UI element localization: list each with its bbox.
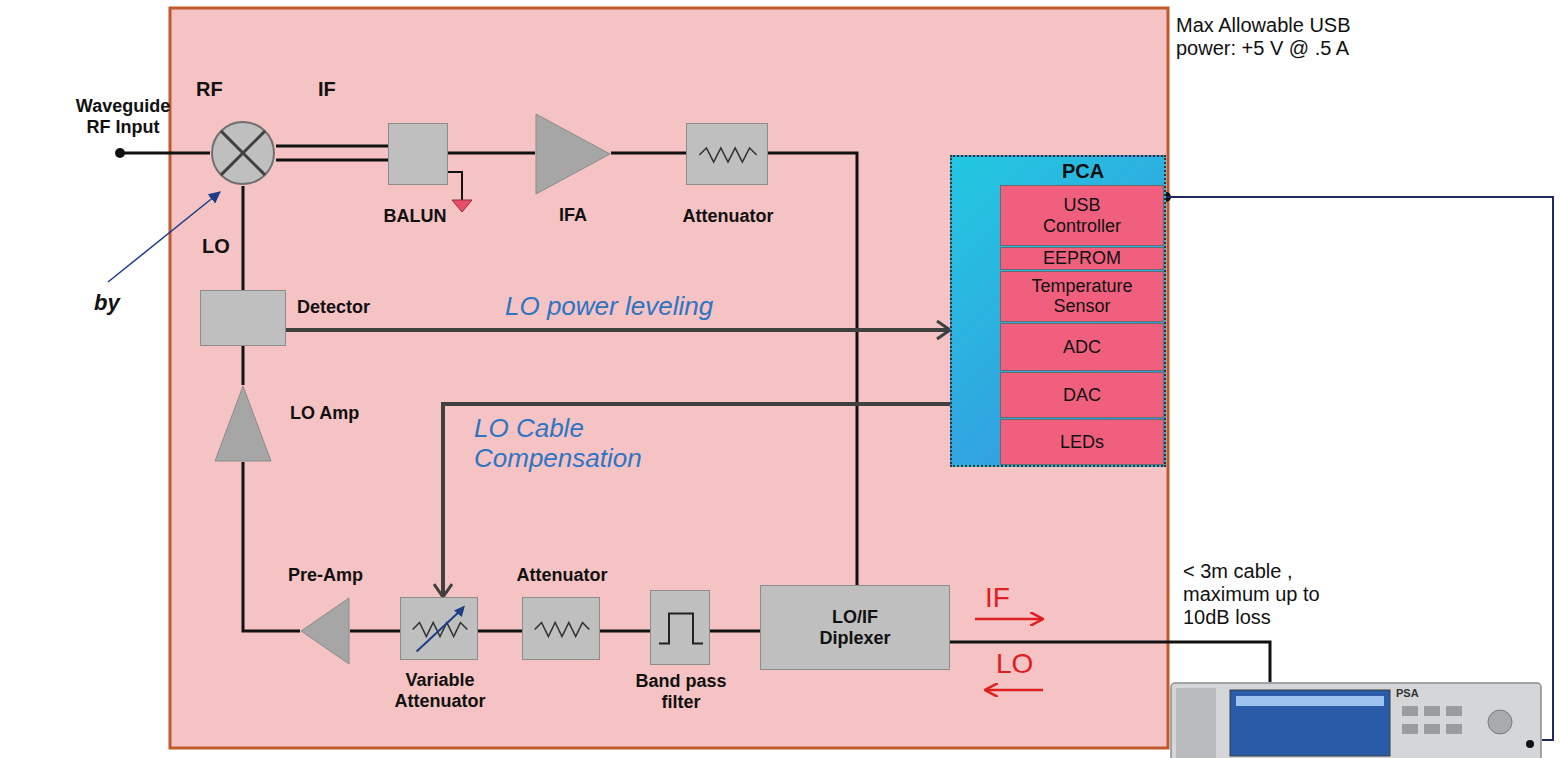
connector: [1164, 197, 1553, 740]
lo-direction-arrow: [985, 689, 1043, 692]
connector-line: [710, 630, 760, 633]
component-label: Detector: [297, 297, 417, 318]
component-label: LEDs: [1060, 432, 1104, 453]
connector-line: [478, 630, 522, 633]
connector: [243, 462, 300, 631]
connector-line: [768, 153, 857, 585]
pca-block: DAC: [1000, 372, 1164, 418]
note-text: < 3m cable , maximum up to 10dB loss: [1183, 560, 1343, 629]
connector: [286, 330, 950, 331]
connector: [950, 642, 1270, 682]
connector: [276, 146, 388, 160]
port-label: IF: [318, 78, 358, 101]
connector: [710, 631, 760, 632]
amplifier-symbol: IFA: [535, 113, 611, 195]
component-label: Variable Attenuator: [370, 670, 510, 711]
port-label: LO: [202, 235, 242, 258]
component-label: IFA: [513, 205, 633, 226]
analyzer-instrument: PSA: [1170, 682, 1542, 758]
varatt-shape: [401, 598, 479, 661]
signal-name: IF: [985, 582, 1035, 614]
connector: [443, 404, 950, 597]
bpf-shape: [651, 591, 711, 666]
mixer-shape: [210, 120, 276, 186]
connector-line: [448, 152, 535, 155]
att-shape: [687, 124, 769, 186]
pca-board: PCA USB ControllerEEPROM Temperature Senso…: [950, 155, 1166, 467]
component-label: Attenuator: [487, 565, 637, 586]
connector-line: [1164, 197, 1553, 740]
signal-name: LO: [996, 648, 1046, 680]
diplexer-box: LO/IF Diplexer: [760, 585, 950, 670]
component-label: ADC: [1063, 337, 1101, 358]
ground-wire: [448, 172, 462, 200]
connector-line: [276, 145, 388, 148]
rf-input-dot: [115, 148, 125, 158]
connector: [243, 346, 244, 385]
ground-symbol: [452, 200, 472, 212]
connector-line: [443, 404, 950, 597]
component-label: LO Amp: [290, 403, 390, 424]
component-label: Pre-Amp: [288, 565, 398, 586]
note-text: Max Allowable USB power: +5 V @ .5 A: [1176, 14, 1391, 60]
pca-block: USB Controller: [1000, 185, 1164, 246]
pca-block: ADC: [1000, 323, 1164, 371]
triR-shape: [535, 113, 611, 195]
filter-box: Band pass filter: [650, 590, 710, 665]
pca-block: Temperature Sensor: [1000, 271, 1164, 322]
connector-line: [243, 462, 300, 631]
connector-line: [242, 186, 245, 290]
connector: [768, 153, 857, 585]
component-label: DAC: [1063, 385, 1101, 406]
component-label: PSA: [1396, 687, 1436, 700]
connector: [611, 153, 686, 154]
connector-line: [276, 159, 388, 162]
triU-shape: [214, 385, 272, 462]
psa-shape: [1170, 682, 1542, 758]
component-label: BALUN: [355, 206, 475, 227]
component-label: Attenuator: [653, 206, 803, 227]
connector-line: [286, 328, 950, 332]
connector-line: [600, 630, 650, 633]
port-label: Waveguide RF Input: [68, 96, 178, 137]
detector-box: Detector: [200, 290, 286, 346]
component-label: Temperature Sensor: [1017, 277, 1147, 317]
connector: [350, 631, 400, 632]
signal-annotation: LO power leveling: [505, 292, 825, 322]
balun-box: BALUN: [388, 123, 448, 185]
attenuator-box: Attenuator: [522, 597, 600, 660]
connector: [478, 631, 522, 632]
att-shape: [523, 598, 601, 661]
connector: [448, 153, 535, 154]
signal-annotation: LO Cable Compensation: [474, 414, 724, 474]
module-housing: [170, 8, 1168, 748]
connector-line: [950, 642, 1270, 682]
connector-line: [611, 152, 686, 155]
component-label: PCA: [1000, 160, 1166, 183]
connector-line: [350, 630, 400, 633]
mixer-symbol: RFIFLO: [210, 120, 276, 186]
attenuator-box: Attenuator: [686, 123, 768, 185]
component-label: LO/IF Diplexer: [805, 607, 905, 648]
callout-text: by: [94, 290, 134, 315]
variable-attenuator-box: Variable Attenuator: [400, 597, 478, 660]
amplifier-symbol: LO Amp: [214, 385, 272, 462]
connector: [243, 186, 244, 290]
port-label: RF: [196, 78, 236, 101]
if-direction-arrow: [975, 618, 1043, 621]
pca-block: EEPROM: [1000, 247, 1164, 270]
component-label: USB Controller: [1026, 195, 1138, 236]
pca-block: LEDs: [1000, 419, 1164, 465]
connector: [600, 631, 650, 632]
connector-line: [242, 346, 245, 385]
component-label: Band pass filter: [626, 671, 736, 712]
amplifier-symbol: Pre-Amp: [300, 597, 350, 665]
component-label: EEPROM: [1043, 249, 1121, 268]
rf-input-line: [120, 152, 210, 155]
triL-shape: [300, 597, 350, 665]
